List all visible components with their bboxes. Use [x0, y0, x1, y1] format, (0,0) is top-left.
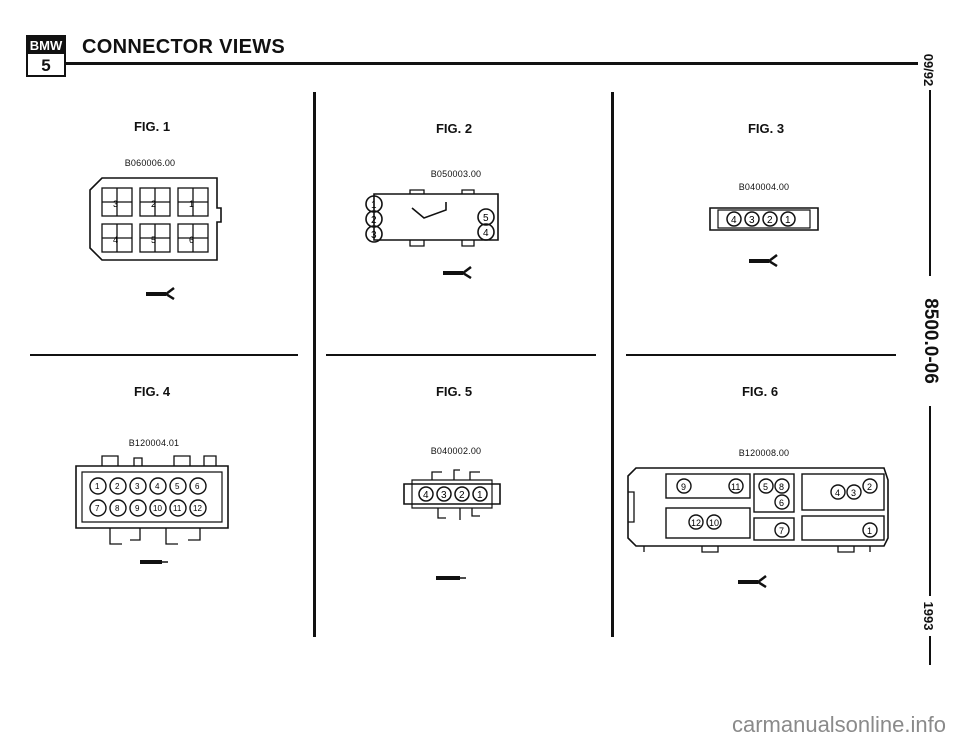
logo-brand: BMW: [28, 37, 64, 54]
fig-3-pin: 2: [767, 215, 773, 226]
fig-4-pin: 10: [153, 504, 162, 513]
sidebar-section: 8500.0-06: [919, 276, 941, 406]
fig-1-label: FIG. 1: [133, 119, 171, 134]
fig-1-pin: 3: [113, 199, 118, 209]
column-divider-left: [313, 92, 316, 637]
fig-4-connector: 1 2 3 4 5 6 7 8 9 10 11 12: [75, 455, 229, 545]
fig-6-pin: 9: [681, 482, 686, 492]
fig-4-label: FIG. 4: [133, 384, 171, 399]
bmw-logo: BMW 5: [26, 35, 66, 77]
fig-4-pin: 9: [135, 504, 140, 513]
fig-2-connector: 1 2 3 5 4: [365, 189, 499, 247]
fig-2-pin: 4: [483, 228, 489, 239]
terminal-view-icon: [738, 575, 767, 588]
fig-1-code: B060006.00: [124, 158, 176, 168]
fig-2-pin: 2: [371, 215, 377, 226]
fig-1-pin: 6: [189, 235, 194, 245]
terminal-view-icon: [749, 254, 778, 267]
row-divider-2: [326, 354, 596, 356]
fig-3-label: FIG. 3: [747, 121, 785, 136]
fig-4-pin: 4: [155, 482, 160, 491]
fig-4-pin: 6: [195, 482, 200, 491]
fig-6-pin: 2: [867, 482, 872, 492]
fig-4-code: B120004.01: [128, 438, 180, 448]
fig-3-pin: 1: [785, 215, 791, 226]
header-rule: [64, 62, 918, 65]
fig-4-pin: 8: [115, 504, 120, 513]
fig-6-code: B120008.00: [738, 448, 790, 458]
fig-6-pin: 6: [779, 498, 784, 508]
terminal-view-icon: [140, 560, 168, 564]
fig-4-pin: 5: [175, 482, 180, 491]
fig-6-pin: 10: [709, 518, 719, 528]
fig-1-connector: 3 2 1 4 5 6: [89, 177, 222, 261]
fig-5-pin: 1: [477, 490, 483, 501]
terminal-view-icon: [146, 287, 175, 300]
fig-3-code: B040004.00: [738, 182, 790, 192]
fig-4-pin: 12: [193, 504, 202, 513]
fig-4-pin: 7: [95, 504, 100, 513]
fig-2-pin: 3: [371, 230, 377, 241]
fig-6-pin: 8: [779, 482, 784, 492]
fig-2-pin: 5: [483, 213, 489, 224]
fig-2-label: FIG. 2: [435, 121, 473, 136]
terminal-view-icon: [443, 266, 472, 279]
terminal-view-icon: [436, 576, 466, 580]
fig-1-pin: 2: [151, 199, 156, 209]
fig-6-pin: 5: [763, 482, 768, 492]
fig-1-pin: 4: [113, 235, 118, 245]
logo-series: 5: [41, 56, 51, 75]
fig-5-pin: 3: [441, 490, 447, 501]
fig-6-pin: 1: [867, 526, 872, 536]
fig-6-pin: 4: [835, 488, 840, 498]
fig-6-label: FIG. 6: [741, 384, 779, 399]
watermark[interactable]: carmanualsonline.info: [731, 712, 946, 737]
column-divider-right: [611, 92, 614, 637]
row-divider-3: [626, 354, 896, 356]
fig-2-pin: 1: [371, 200, 377, 211]
page-title: CONNECTOR VIEWS: [82, 36, 286, 58]
sidebar-year: 1993: [920, 596, 936, 636]
fig-5-pin: 4: [423, 490, 429, 501]
fig-6-pin: 3: [851, 488, 856, 498]
fig-3-pin: 4: [731, 215, 737, 226]
fig-5-pin: 2: [459, 490, 465, 501]
fig-4-pin: 1: [95, 482, 100, 491]
fig-1-pin: 1: [189, 199, 194, 209]
fig-6-pin: 7: [779, 526, 784, 536]
fig-4-pin: 2: [115, 482, 120, 491]
fig-5-connector: 4 3 2 1: [403, 469, 501, 520]
sidebar-date: 09/92: [920, 50, 936, 90]
fig-4-pin: 11: [173, 504, 182, 513]
fig-6-pin: 12: [691, 518, 701, 528]
fig-3-connector: 4 3 2 1: [709, 207, 819, 231]
fig-6-pin: 11: [731, 482, 740, 492]
fig-2-code: B050003.00: [430, 169, 482, 179]
fig-4-pin: 3: [135, 482, 140, 491]
row-divider-1: [30, 354, 298, 356]
fig-6-connector: 9 11 5 8 6 4 3 2 12 10 7 1: [627, 467, 889, 553]
fig-5-code: B040002.00: [430, 446, 482, 456]
fig-3-pin: 3: [749, 215, 755, 226]
fig-5-label: FIG. 5: [435, 384, 473, 399]
fig-1-pin: 5: [151, 235, 156, 245]
